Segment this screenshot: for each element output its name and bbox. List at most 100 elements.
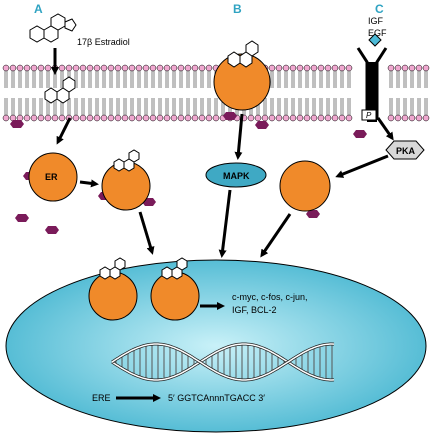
estradiol-molecule [29, 13, 77, 43]
lipid-head [191, 64, 199, 72]
lipid-head [184, 64, 192, 72]
coactivator-shape [10, 120, 24, 128]
coactivator-shape [15, 214, 29, 222]
panel-label-a: A [34, 2, 43, 16]
lipid-head [149, 114, 157, 122]
coactivator-shape [306, 210, 320, 218]
lipid-head [317, 114, 325, 122]
lipid-head [191, 114, 199, 122]
lipid-head [177, 114, 185, 122]
lipid-head [324, 114, 332, 122]
receptor-er: ER [28, 152, 78, 202]
lipid-head [415, 64, 423, 72]
lipid-head [422, 114, 430, 122]
ere-label: ERE [92, 393, 111, 403]
lipid-head [23, 64, 31, 72]
lipid-head [100, 114, 108, 122]
lipid-head [289, 114, 297, 122]
lipid-head [275, 114, 283, 122]
lipid-head [156, 64, 164, 72]
lipid-head [72, 64, 80, 72]
lipid-head [93, 114, 101, 122]
igf-label: IGF [368, 16, 384, 26]
lipid-head [16, 64, 24, 72]
lipid-head [296, 64, 304, 72]
estradiol-label: 17β Estradiol [77, 37, 130, 47]
lipid-head [212, 114, 220, 122]
lipid-head [268, 64, 276, 72]
lipid-head [156, 114, 164, 122]
lipid-head [135, 114, 143, 122]
coactivator-shape [353, 130, 367, 138]
receptor-phosphorylated-c [279, 160, 331, 212]
lipid-head [331, 114, 339, 122]
lipid-head [324, 64, 332, 72]
arrow-bound-to-nucleus-a [138, 211, 155, 255]
er-label: ER [45, 172, 58, 182]
lipid-head [72, 114, 80, 122]
lipid-head [268, 114, 276, 122]
lipid-head [37, 64, 45, 72]
target-genes-line2: IGF, BCL-2 [232, 305, 277, 315]
lipid-head [289, 64, 297, 72]
lipid-head [387, 64, 395, 72]
lipid-head [128, 64, 136, 72]
arrow-membrane-to-er [56, 117, 72, 145]
lipid-head [184, 114, 192, 122]
pka-label: PKA [396, 146, 416, 156]
lipid-head [79, 64, 87, 72]
lipid-head [394, 114, 402, 122]
lipid-head [415, 114, 423, 122]
lipid-head [282, 64, 290, 72]
lipid-head [135, 64, 143, 72]
arrow-receptor-c-to-pka [376, 117, 394, 141]
nuclear-receptor-dimer [88, 257, 200, 321]
lipid-head [338, 64, 346, 72]
lipid-head [310, 64, 318, 72]
coactivator-shape [223, 112, 237, 120]
panel-label-b: B [233, 2, 242, 16]
lipid-head [317, 64, 325, 72]
lipid-head [79, 114, 87, 122]
phospho-tag: P [361, 109, 377, 121]
lipid-head [58, 64, 66, 72]
lipid-head [65, 64, 73, 72]
lipid-head [30, 114, 38, 122]
lipid-head [9, 64, 17, 72]
membrane-estrogen-receptor [213, 40, 271, 111]
lipid-head [2, 114, 10, 122]
lipid-head [205, 114, 213, 122]
lipid-head [338, 114, 346, 122]
lipid-head [44, 114, 52, 122]
lipid-head [107, 64, 115, 72]
lipid-head [394, 64, 402, 72]
lipid-head [128, 114, 136, 122]
lipid-head [261, 114, 269, 122]
lipid-head [205, 64, 213, 72]
svg-text:P: P [366, 111, 372, 120]
coactivator-shape [255, 121, 269, 129]
lipid-head [170, 64, 178, 72]
mapk-node: MAPK [205, 162, 267, 188]
lipid-head [163, 64, 171, 72]
lipid-head [198, 114, 206, 122]
lipid-head [121, 114, 129, 122]
lipid-head [254, 114, 262, 122]
lipid-head [387, 114, 395, 122]
ere-sequence: 5′ GGTCAnnnTGACC 3′ [168, 393, 265, 403]
arrow-receptor-b-to-mapk [234, 113, 244, 160]
lipid-head [177, 64, 185, 72]
lipid-head [170, 114, 178, 122]
lipid-head [282, 114, 290, 122]
mapk-label: MAPK [223, 171, 250, 181]
lipid-head [58, 114, 66, 122]
lipid-head [142, 114, 150, 122]
lipid-head [37, 114, 45, 122]
dna-double-helix [111, 342, 335, 382]
lipid-head [345, 114, 353, 122]
lipid-head [310, 114, 318, 122]
panel-label-c: C [375, 2, 384, 16]
lipid-head [275, 64, 283, 72]
pka-node: PKA [385, 140, 425, 160]
